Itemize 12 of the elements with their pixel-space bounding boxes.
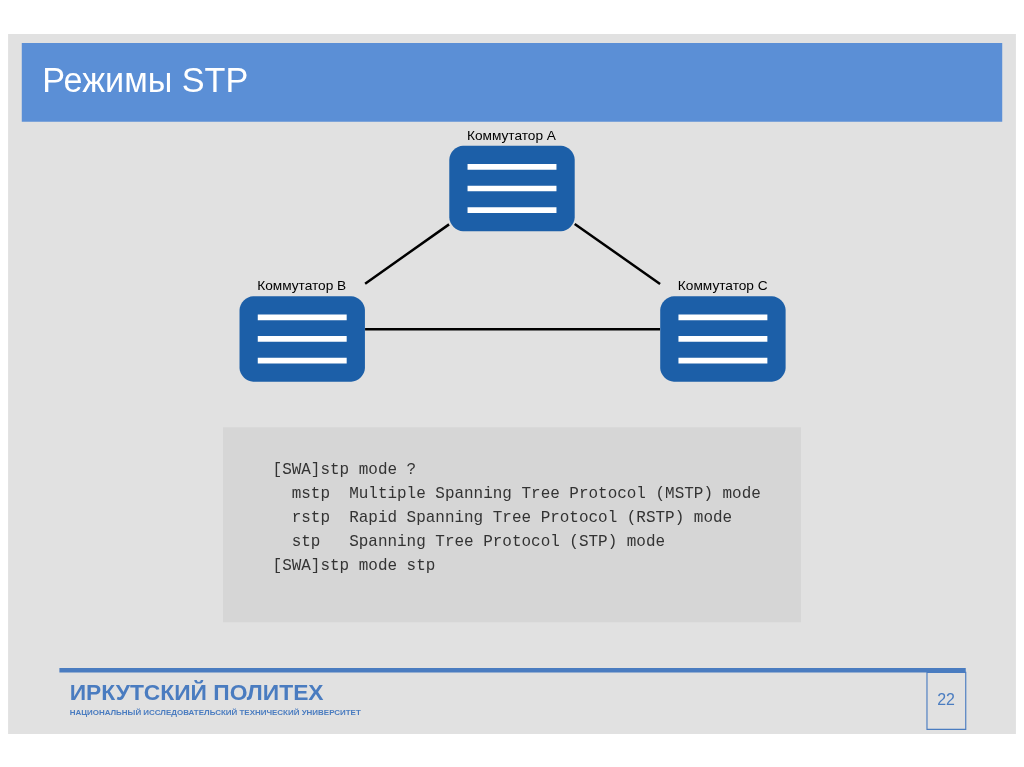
label: [SWA]stp mode ? [272,460,417,479]
diagram-title: Режимы STP [42,60,249,99]
label: 22 [937,690,955,708]
node-label: Коммутатор A [466,127,556,143]
label: stp Spanning Tree Protocol (STP) mode [291,532,666,551]
label: ИРКУТСКИЙ ПОЛИТЕХ [69,678,324,705]
label: mstp Multiple Spanning Tree Protocol (MSTP) mode [291,484,761,503]
label: НАЦИОНАЛЬНЫЙ ИССЛЕДОВАТЕЛЬСКИЙ ТЕХНИЧЕСКИЙ УНИВЕРСИТЕТ [69,707,361,717]
label: [SWA]stp mode stp [272,555,436,574]
label: rstp Rapid Spanning Tree Protocol (RSTP) mode [291,508,733,527]
node-label: Коммутатор C [677,277,768,293]
node-label: Коммутатор B [257,277,347,293]
